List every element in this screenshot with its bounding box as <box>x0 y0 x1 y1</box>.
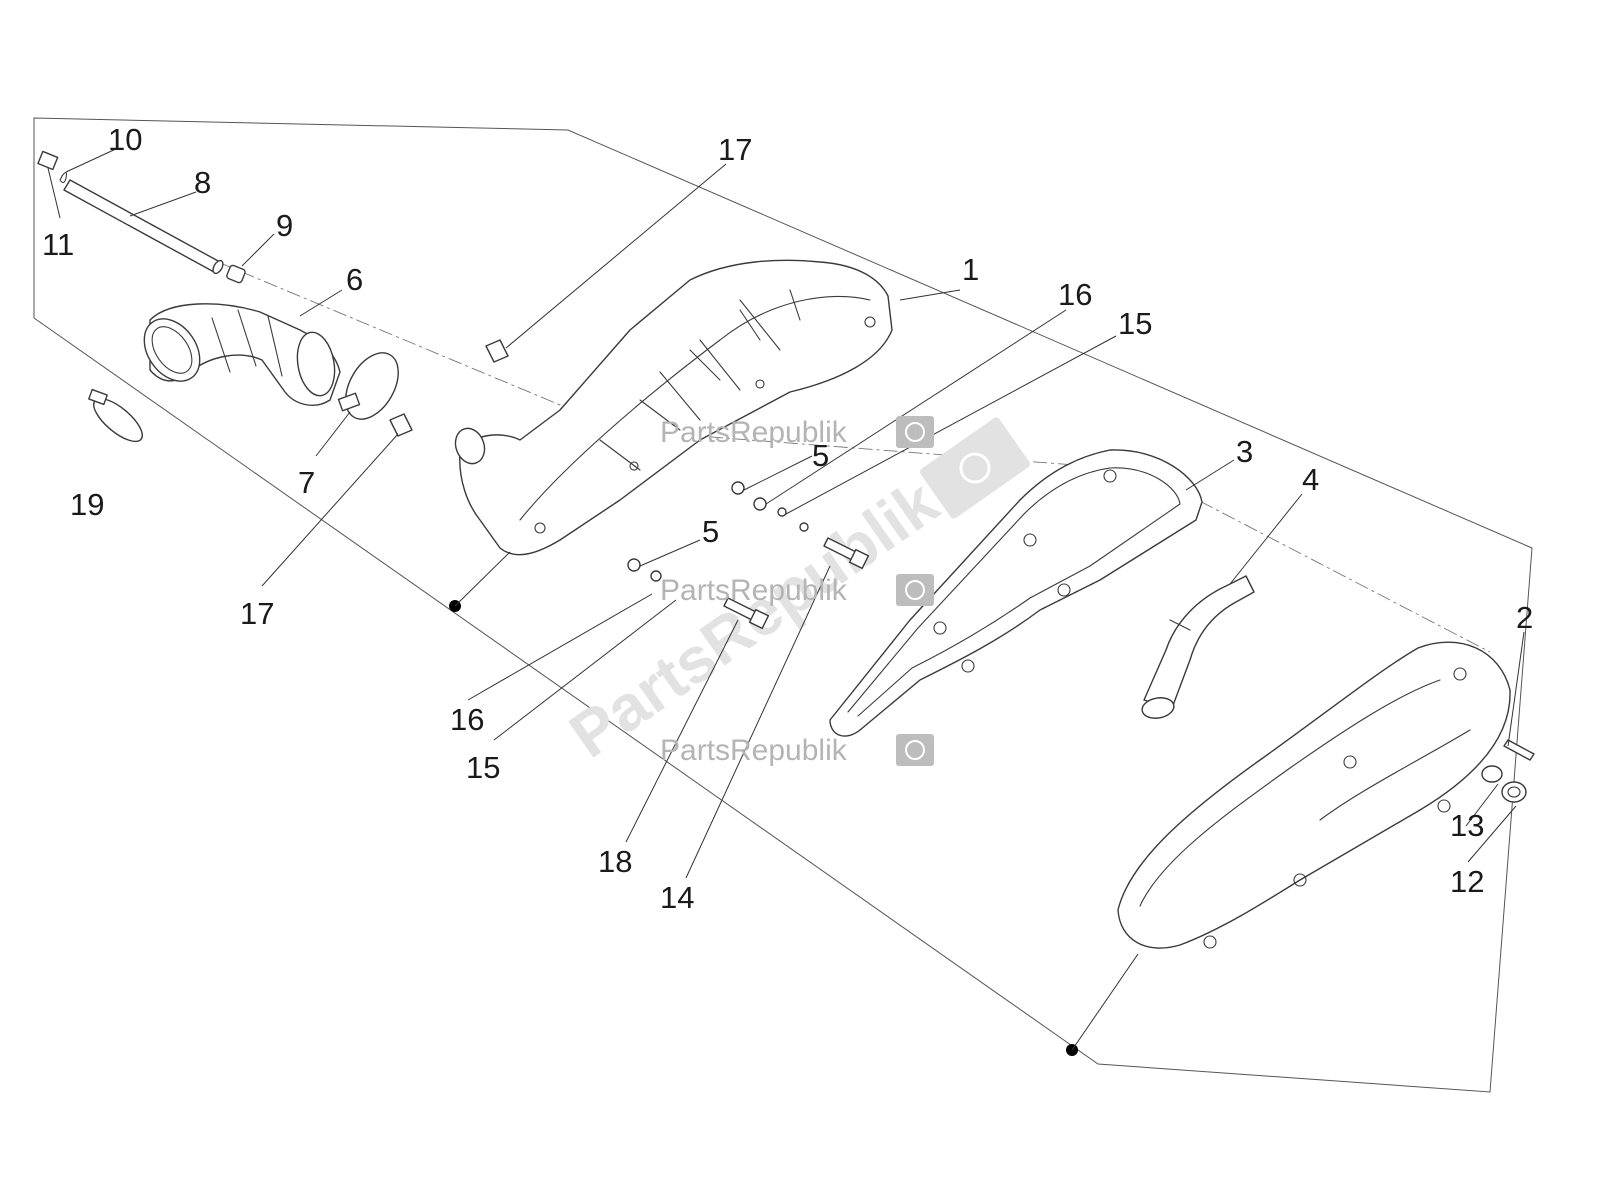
callout-2: 2 <box>1516 600 1533 635</box>
callout-8: 8 <box>194 165 211 200</box>
part-clip-nut-upper <box>485 339 509 363</box>
watermark-bottom: PartsRepublik <box>660 734 934 767</box>
callout-1: 1 <box>962 252 979 287</box>
part-screw-18 <box>723 597 770 630</box>
part-airbox-cover <box>1117 641 1511 949</box>
assembly-axis <box>217 261 1491 653</box>
callout-11: 11 <box>42 227 74 262</box>
watermark-middle: PartsRepublik <box>660 574 934 607</box>
callout-5-upper: 5 <box>812 438 829 473</box>
part-gasket <box>829 449 1203 737</box>
assembly-frame <box>33 117 1533 1093</box>
part-screw-14 <box>823 537 870 570</box>
part-clip-nut-lower <box>389 413 413 437</box>
callout-14: 14 <box>660 880 694 915</box>
part-bushing <box>226 264 246 284</box>
callout-6: 6 <box>346 262 363 297</box>
callout-12: 12 <box>1450 864 1484 899</box>
watermark-top-text: PartsRepublik <box>660 416 848 449</box>
callout-16-upper: 16 <box>1058 277 1092 312</box>
gear-icon <box>905 740 925 760</box>
part-bolt-head <box>37 150 68 184</box>
callout-3: 3 <box>1236 434 1253 469</box>
gear-icon <box>905 422 925 442</box>
part-airbox-housing <box>454 259 893 556</box>
reference-line-upper <box>454 551 511 607</box>
callout-labels: 10 11 8 9 6 19 7 17 17 1 16 15 5 5 3 4 2… <box>42 122 1533 915</box>
part-drain-cap <box>1501 781 1527 803</box>
callout-18: 18 <box>598 844 632 879</box>
part-cover-screw <box>1503 739 1535 761</box>
gear-icon <box>905 580 925 600</box>
part-rod <box>63 179 224 275</box>
callout-15-upper: 15 <box>1118 306 1152 341</box>
callout-16-lower: 16 <box>450 702 484 737</box>
callout-4: 4 <box>1302 462 1319 497</box>
part-small-clamp <box>88 388 143 443</box>
part-intake-elbow <box>143 303 341 406</box>
watermark-bottom-text: PartsRepublik <box>660 734 848 767</box>
watermark-middle-text: PartsRepublik <box>660 574 848 607</box>
callout-7: 7 <box>298 465 315 500</box>
part-drain-clip <box>1481 765 1503 783</box>
callout-19: 19 <box>70 487 104 522</box>
watermark-top: PartsRepublik <box>660 416 934 449</box>
watermark-large-logo <box>920 417 1030 519</box>
part-hose-clamp <box>337 352 399 420</box>
callout-9: 9 <box>276 208 293 243</box>
part-washers-upper <box>731 481 809 532</box>
callout-17-lower: 17 <box>240 596 274 631</box>
callout-5-lower: 5 <box>702 514 719 549</box>
part-filter-duct <box>1141 575 1255 719</box>
part-washers-lower <box>627 558 662 582</box>
reference-line-lower <box>1071 953 1139 1051</box>
callout-10: 10 <box>108 122 142 157</box>
leader-lines <box>47 147 1525 879</box>
callout-15-lower: 15 <box>466 750 500 785</box>
callout-13: 13 <box>1450 808 1484 843</box>
callout-17-upper: 17 <box>718 132 752 167</box>
